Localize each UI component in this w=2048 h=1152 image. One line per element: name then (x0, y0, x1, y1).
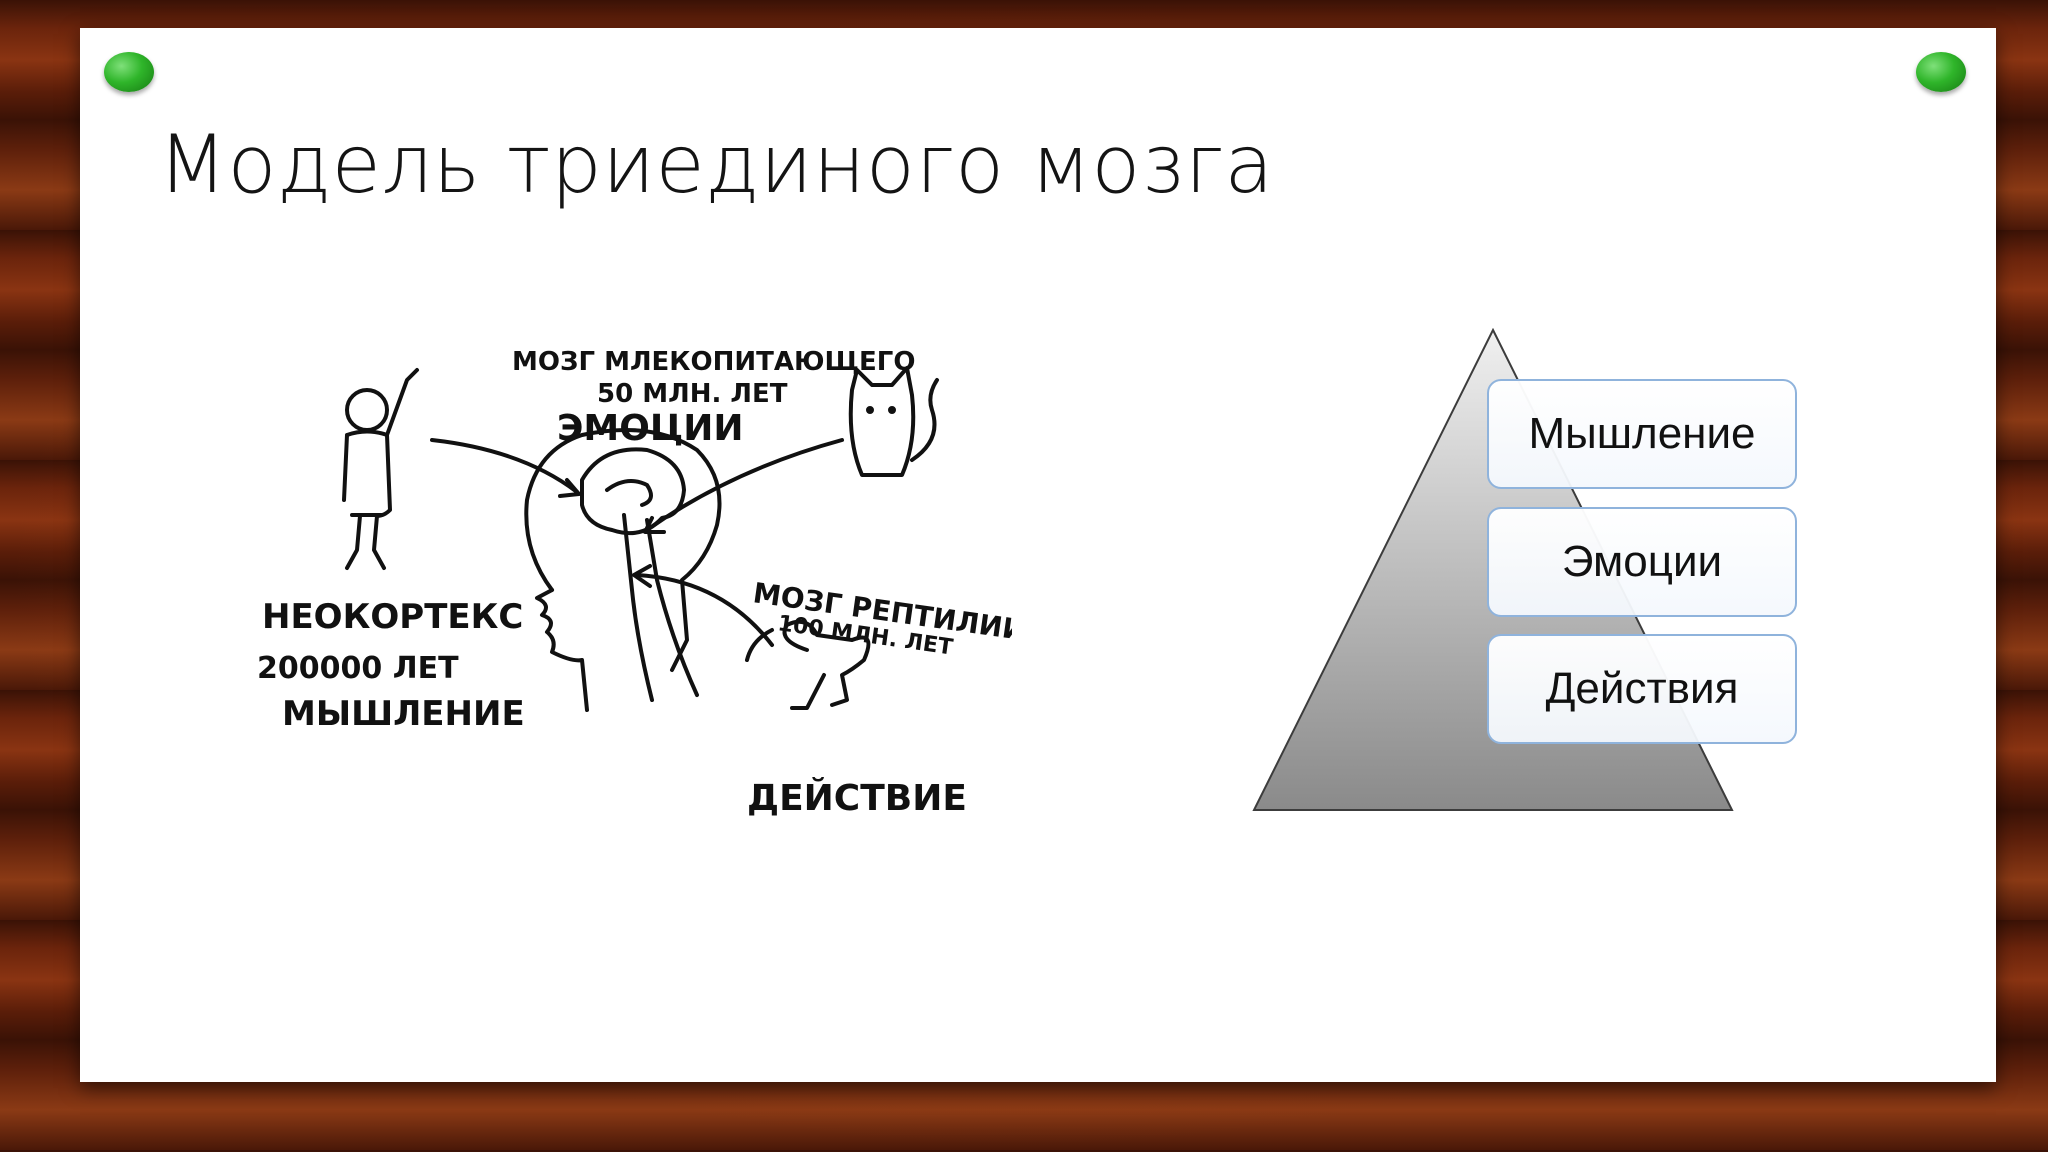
arrow-reptile (635, 573, 774, 647)
mammal-label-1: МОЗГ МЛЕКОПИТАЮЩЕГО (512, 347, 915, 377)
cat-icon (848, 366, 939, 477)
pyramid-level-bottom: Действия (1487, 634, 1797, 744)
neocortex-label-1: НЕОКОРТЕКС (262, 597, 523, 637)
mammal-label-2: 50 МЛН. ЛЕТ (597, 379, 788, 409)
head-brain-icon (524, 428, 722, 712)
neocortex-label-2: 200000 ЛЕТ (257, 651, 459, 686)
neocortex-label-3: МЫШЛЕНИЕ (282, 694, 525, 734)
triune-brain-sketch: МОЗГ МЛЕКОПИТАЮЩЕГО 50 МЛН. ЛЕТ ЭМОЦИИ Н… (252, 340, 1028, 864)
pushpin-left-icon (104, 52, 154, 92)
reptile-label-3: ДЕЙСТВИЕ (747, 777, 967, 819)
arrow-mammal (645, 438, 844, 532)
pyramid-level-middle: Эмоции (1487, 507, 1797, 617)
arrow-neocortex (430, 438, 579, 494)
dinosaur-icon (745, 619, 871, 710)
slide-title: Модель триединого мозга (158, 118, 1274, 211)
astronaut-icon (342, 368, 419, 570)
pushpin-right-icon (1916, 52, 1966, 92)
mammal-label-3: ЭМОЦИИ (557, 408, 744, 449)
pyramid-level-top: Мышление (1487, 379, 1797, 489)
